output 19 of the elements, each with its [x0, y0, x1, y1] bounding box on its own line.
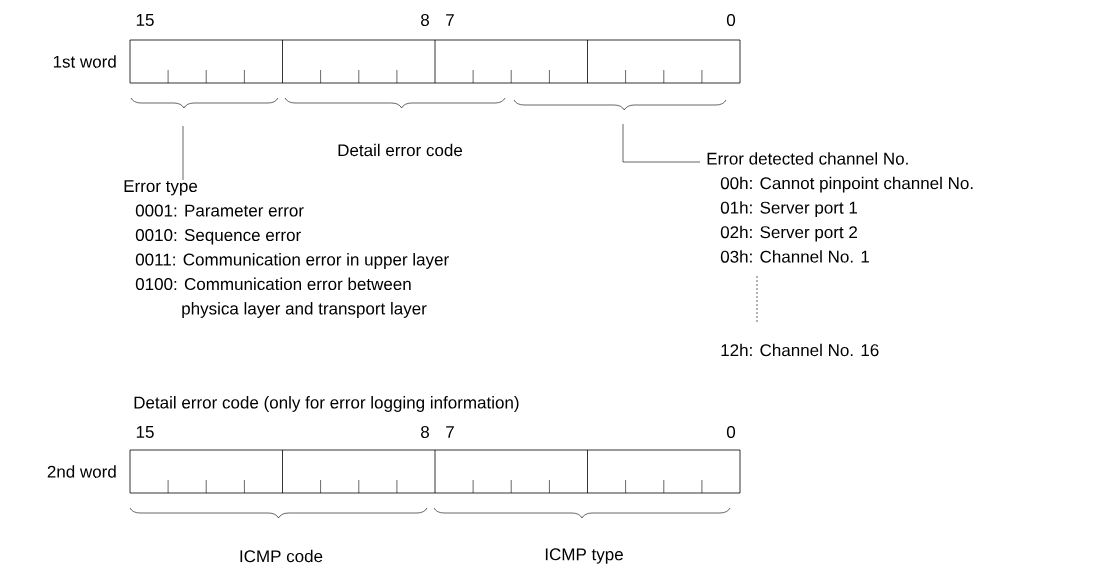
list-item: 02h: Server port 2 — [720, 225, 857, 242]
field-label: Detail error code — [338, 143, 463, 157]
heading: Error detected channel No. — [707, 152, 908, 165]
list-item: 0011: Communication error in upper layer — [135, 253, 449, 269]
leader-line — [622, 123, 701, 163]
list-item: 00h: Cannot pinpoint channel No. — [720, 176, 973, 193]
caption: Detail error code (only for error logging information) — [134, 396, 519, 412]
leader-line — [182, 125, 184, 181]
row-label: 2nd word — [47, 465, 116, 478]
list-item: 03h: Channel No. 1 — [720, 250, 869, 263]
list-item: 01h: Server port 1 — [720, 201, 857, 218]
row-label: 1st word — [53, 55, 116, 68]
list-item: 0001: Parameter error — [135, 204, 304, 217]
list-item: 0010: Sequence error — [135, 229, 301, 245]
field-label: ICMP type — [545, 548, 623, 564]
list-item: 0100: Communication error between physica layer and transport layer — [135, 277, 427, 318]
field-label: ICMP code — [240, 549, 323, 563]
list-item: 12h: Channel No. 16 — [721, 343, 879, 357]
heading: Error type — [124, 180, 198, 196]
